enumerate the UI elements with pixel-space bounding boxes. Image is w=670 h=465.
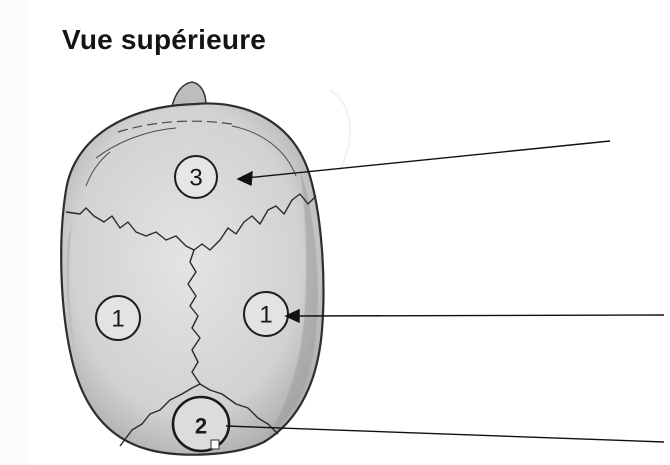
small-marker-square	[210, 439, 220, 450]
label-1-left: 1	[111, 306, 124, 333]
label-1-right: 1	[259, 302, 272, 329]
lambdoid-suture	[119, 383, 279, 447]
arrowhead-label-1-right	[284, 308, 300, 324]
arrow-to-label-3	[245, 140, 611, 179]
line-to-label-2	[225, 425, 665, 443]
label-3: 3	[189, 165, 202, 192]
forehead-line-1	[117, 120, 233, 133]
skull-shading-right	[268, 170, 318, 436]
nasal-bone-shape	[170, 81, 207, 107]
arrow-to-label-1-right	[293, 314, 665, 317]
label-2: 2	[195, 414, 207, 439]
skull-outline	[60, 102, 325, 456]
label-circle-3	[174, 155, 218, 199]
label-circle-1-right	[243, 291, 289, 337]
sagittal-suture	[187, 249, 201, 385]
arrowhead-label-3	[236, 170, 253, 187]
leader-lines	[225, 140, 665, 443]
forehead-line-3	[231, 125, 297, 177]
label-circle-2	[171, 395, 231, 453]
diagram-title: Vue supérieure	[62, 24, 267, 55]
label-circle-1-left	[95, 295, 141, 341]
forehead-line-4	[85, 151, 111, 187]
coronal-suture	[65, 193, 317, 251]
background-texture	[179, 89, 351, 381]
forehead-line-2	[95, 127, 177, 159]
